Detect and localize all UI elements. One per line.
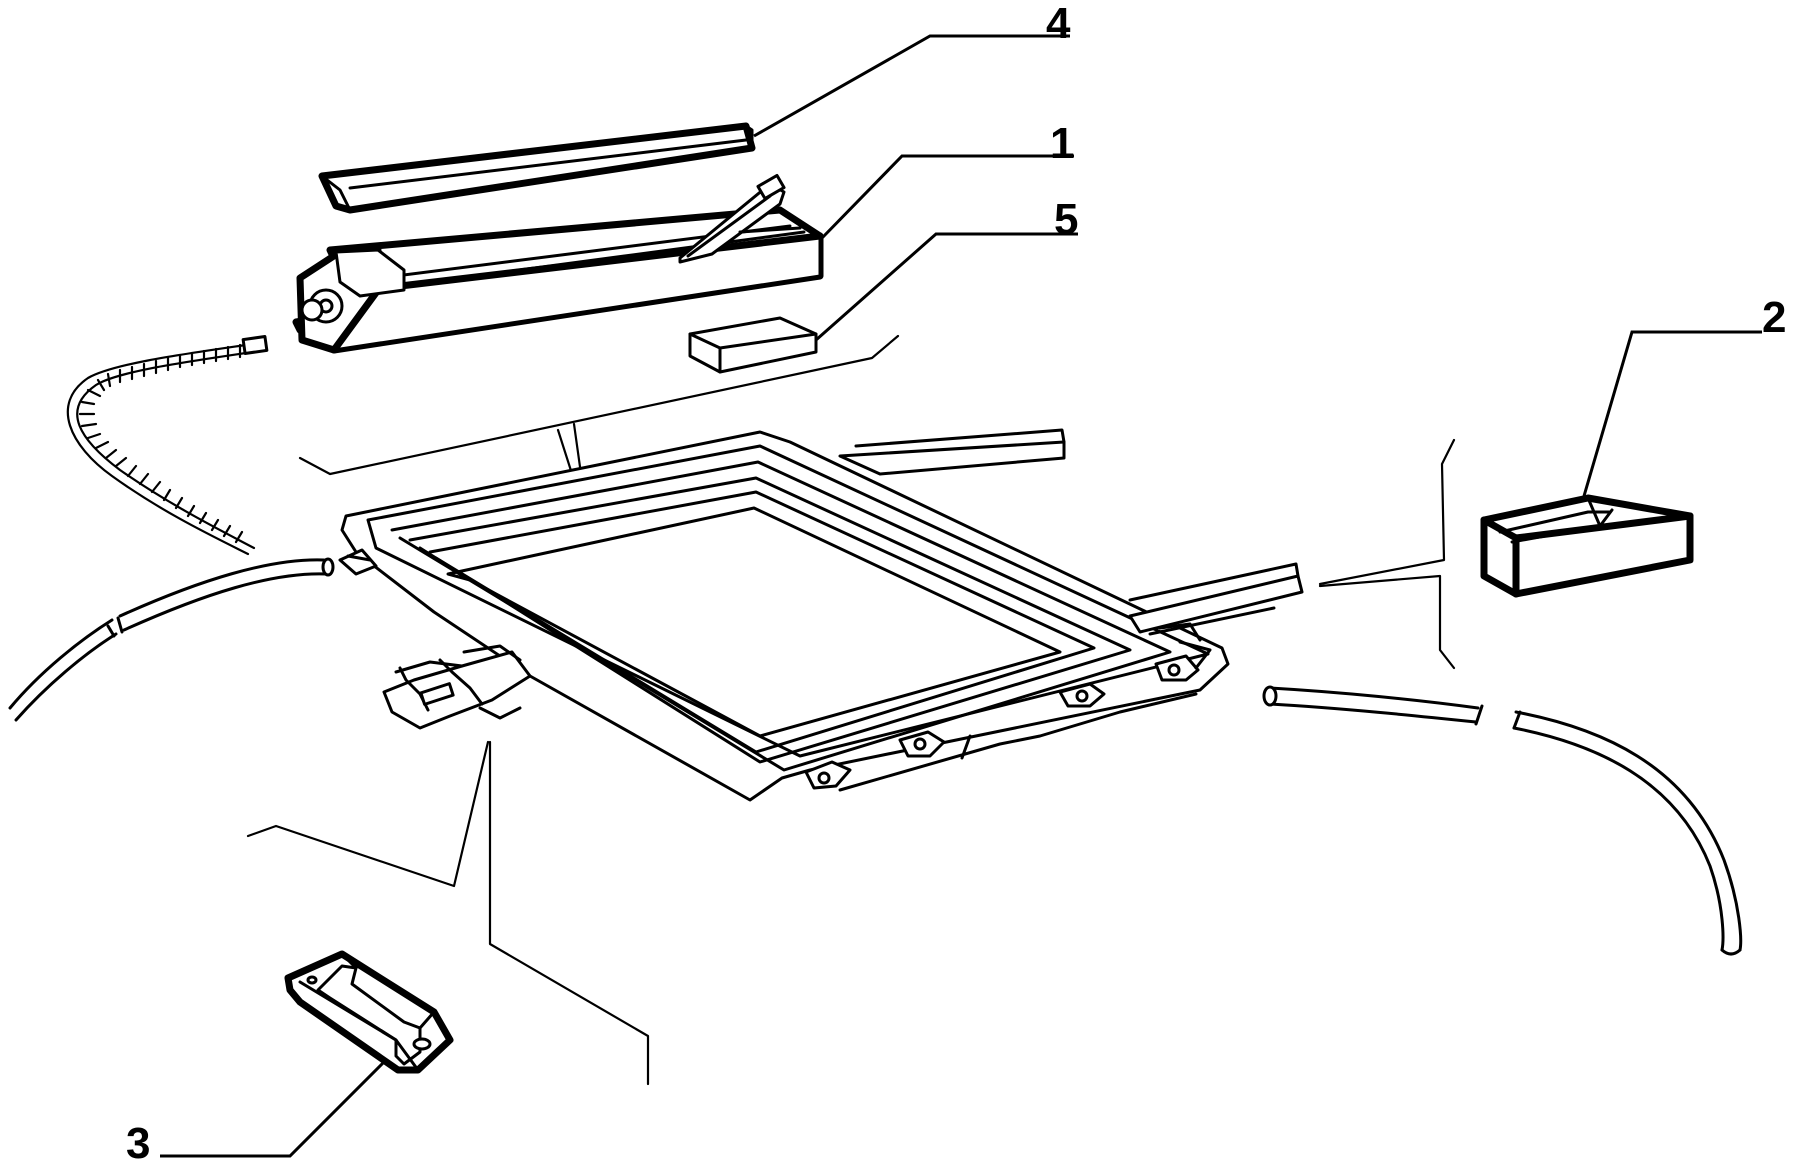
callout-3: 3: [126, 1119, 150, 1162]
front-slider-mechanism: [382, 644, 532, 730]
part-1-drive-housing[interactable]: [292, 173, 824, 354]
right-reference-lines: [1318, 438, 1456, 670]
part-5-pad-block[interactable]: [688, 316, 818, 374]
right-drain-hose: [1262, 685, 1743, 956]
sunroof-frame: [338, 428, 1304, 802]
lower-reference-lines: [246, 740, 650, 1086]
leader-4: [753, 34, 1070, 138]
leader-1: [820, 154, 1074, 240]
part-3-clip[interactable]: [284, 950, 454, 1074]
leader-5: [815, 232, 1078, 342]
callout-4: 4: [1046, 0, 1071, 48]
left-drain-hose: [8, 557, 335, 722]
part-4-deflector-strip[interactable]: [318, 122, 756, 214]
part-2-seal-block[interactable]: [1480, 494, 1694, 598]
callout-5: 5: [1054, 195, 1078, 244]
callout-2: 2: [1762, 293, 1786, 342]
leader-3: [160, 1060, 386, 1158]
callout-1: 1: [1050, 119, 1074, 168]
callout-leaders: [160, 34, 1762, 1158]
leader-2: [1582, 330, 1762, 497]
drive-cable: [66, 335, 269, 556]
